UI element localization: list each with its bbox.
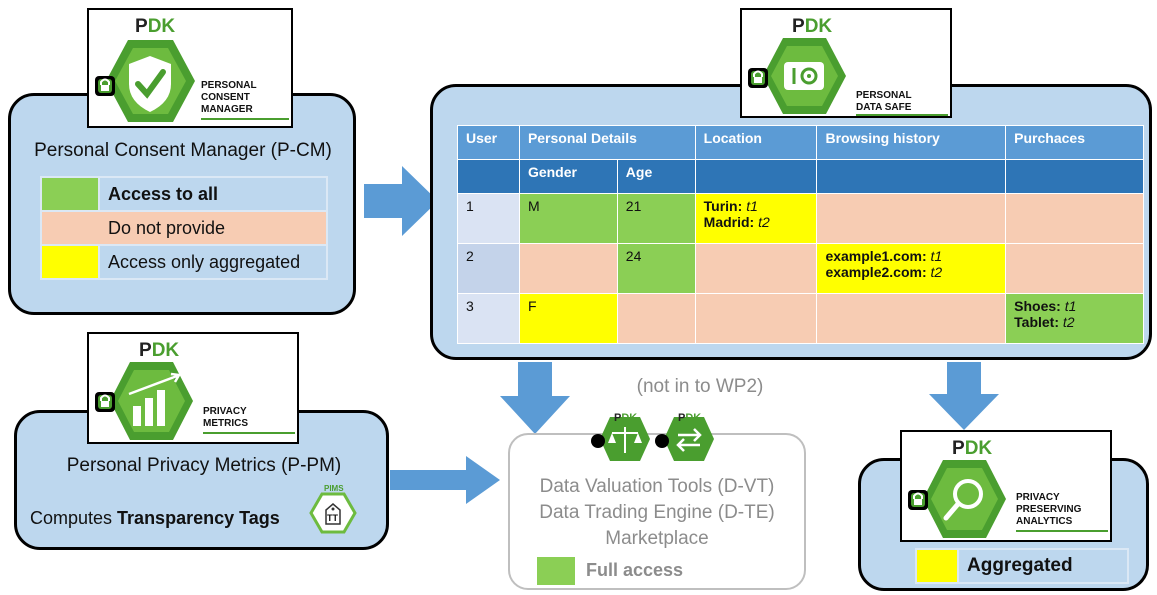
- legend-label: Access only aggregated: [98, 244, 328, 280]
- col-header-location: Location: [694, 125, 818, 160]
- legend-row-access-all: Access to all: [40, 176, 328, 212]
- table-header-row: User Personal Details Location Browsing …: [457, 125, 1144, 160]
- legend-row-aggregated: Aggregated: [915, 548, 1129, 584]
- table-row: 2 24 example1.com: t1 example2.com: t2: [457, 243, 1144, 294]
- legend-swatch-yellow: [40, 244, 100, 280]
- cell-gender: [518, 243, 618, 294]
- cell-user: 2: [457, 243, 520, 294]
- ppm-logo-pdk: PDK: [139, 340, 180, 361]
- cell-gender: M: [518, 193, 618, 244]
- market-line-marketplace: Marketplace: [605, 528, 709, 549]
- ppm-title: Personal Privacy Metrics (P-PM): [66, 455, 342, 476]
- arrow-down-icon: [929, 362, 999, 430]
- cell-location: [694, 293, 818, 344]
- scale-icon: [591, 417, 650, 461]
- col-header-personal-details: Personal Details: [518, 125, 696, 160]
- pds-logo-underline: [856, 114, 948, 116]
- legend-label: Do not provide: [40, 210, 328, 246]
- market-legend-label: Full access: [586, 560, 684, 580]
- arrow-right-icon: [390, 456, 500, 504]
- ppa-legend: Aggregated: [915, 548, 1129, 584]
- col-header-purchases: Purchaces: [1005, 125, 1144, 160]
- cell-browsing: [816, 293, 1007, 344]
- legend-swatch-yellow: [915, 548, 959, 584]
- legend-label: Access to all: [98, 176, 328, 212]
- legend-row-aggregated: Access only aggregated: [40, 244, 328, 280]
- safe-icon: [748, 38, 846, 114]
- arrow-right-icon: [364, 166, 438, 236]
- cell-age: 21: [616, 193, 696, 244]
- market-line-dvt: Data Valuation Tools (D-VT): [539, 476, 775, 497]
- arrow-down-icon: [500, 362, 570, 434]
- cell-location: Turin: t1 Madrid: t2: [694, 193, 818, 244]
- legend-label: Aggregated: [957, 548, 1129, 584]
- market-legend-swatch: [537, 557, 575, 585]
- pcm-logo-underline: [201, 118, 289, 120]
- table-subheader-row: Gender Age: [457, 159, 1144, 194]
- col-header-browsing: Browsing history: [816, 125, 1007, 160]
- ppa-logo-pdk: PDK: [952, 438, 993, 459]
- cell-age: [616, 293, 696, 344]
- shield-check-icon: [95, 40, 195, 122]
- bar-chart-icon: [95, 362, 193, 440]
- cell-user: 3: [457, 293, 520, 344]
- pcm-logo-pdk: PDK: [135, 16, 176, 37]
- legend-row-do-not-provide: Do not provide: [40, 210, 328, 246]
- cell-purchases: [1005, 193, 1144, 244]
- legend-swatch-green: [40, 176, 100, 212]
- col-header-gender: Gender: [518, 159, 618, 194]
- exchange-icon: [655, 417, 714, 461]
- cell-user: 1: [457, 193, 520, 244]
- table-row: 3 F Shoes: t1 Tablet: t2: [457, 293, 1144, 344]
- col-header-user: User: [457, 125, 520, 160]
- market-pdk-1: PDK: [614, 412, 638, 424]
- cell-browsing: [816, 193, 1007, 244]
- pds-logo-pdk: PDK: [792, 16, 833, 37]
- col-header-age: Age: [616, 159, 696, 194]
- ppm-computes-text: Computes Transparency Tags: [30, 508, 280, 528]
- cell-gender: F: [518, 293, 618, 344]
- table-row: 1 M 21 Turin: t1 Madrid: t2: [457, 193, 1144, 244]
- cell-location: [694, 243, 818, 294]
- ppm-logo-underline: [203, 432, 295, 434]
- ppa-logo-underline: [1016, 530, 1108, 532]
- market-pdk-2: PDK: [678, 412, 702, 424]
- market-note: (not in to WP2): [636, 376, 764, 397]
- pcm-legend: Access to all Do not provide Access only…: [40, 176, 328, 280]
- transparency-tag-icon: PIMS TT: [308, 484, 358, 538]
- cell-browsing: example1.com: t1 example2.com: t2: [816, 243, 1007, 294]
- personal-data-table: User Personal Details Location Browsing …: [457, 125, 1144, 344]
- cell-purchases: [1005, 243, 1144, 294]
- magnifier-icon: [908, 460, 1006, 538]
- pcm-title: Personal Consent Manager (P-CM): [34, 140, 332, 161]
- cell-age: 24: [616, 243, 696, 294]
- market-line-dte: Data Trading Engine (D-TE): [539, 502, 775, 523]
- cell-purchases: Shoes: t1 Tablet: t2: [1005, 293, 1144, 344]
